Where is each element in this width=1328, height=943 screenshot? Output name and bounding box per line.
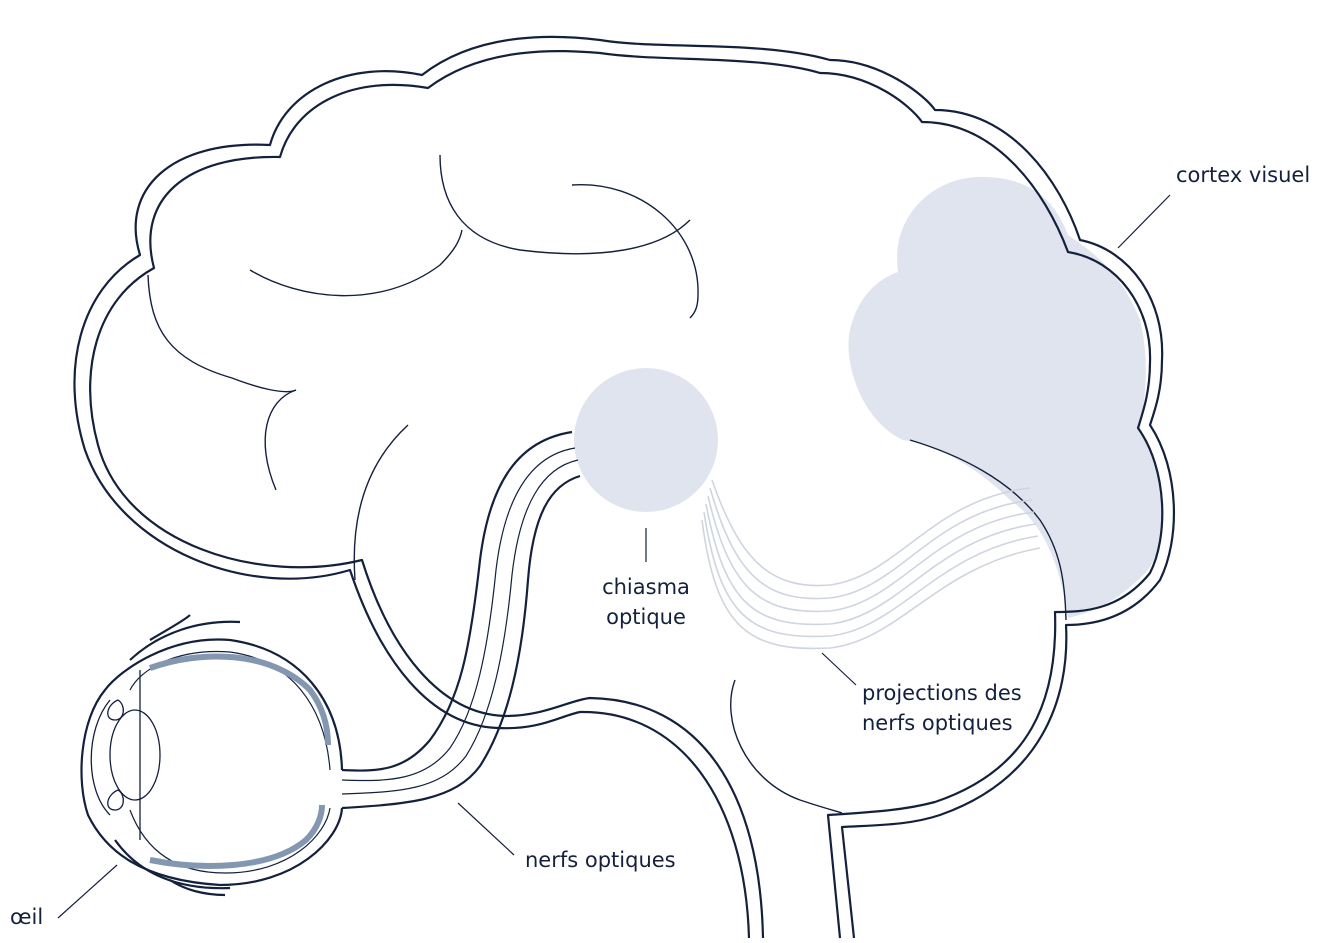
leader-visual-cortex [1118,195,1170,248]
lens [110,710,160,800]
cornea [91,700,110,815]
label-optic-nerves: nerfs optiques [525,845,676,875]
leader-eye [58,865,117,918]
visual-cortex-region [848,177,1161,618]
retina-lower [150,805,322,866]
optic-nerve-tract [342,432,580,808]
leader-projections [822,653,856,685]
label-projections-line2: nerfs optiques [862,708,1022,738]
label-optic-chiasm-line1: chiasma [584,572,708,602]
eyelid-upper [150,615,190,640]
optic-projections [702,480,1040,648]
label-optic-chiasm-line2: optique [584,602,708,632]
optic-chiasm-region [574,368,718,512]
label-eye: œil [10,902,43,932]
label-projections: projections des nerfs optiques [862,678,1022,738]
label-visual-cortex: cortex visuel [1176,160,1310,190]
eye [81,615,342,895]
retina-upper [150,656,328,745]
label-projections-line1: projections des [862,678,1022,708]
label-optic-chiasm: chiasma optique [584,572,708,632]
leader-optic-nerves [458,803,514,855]
